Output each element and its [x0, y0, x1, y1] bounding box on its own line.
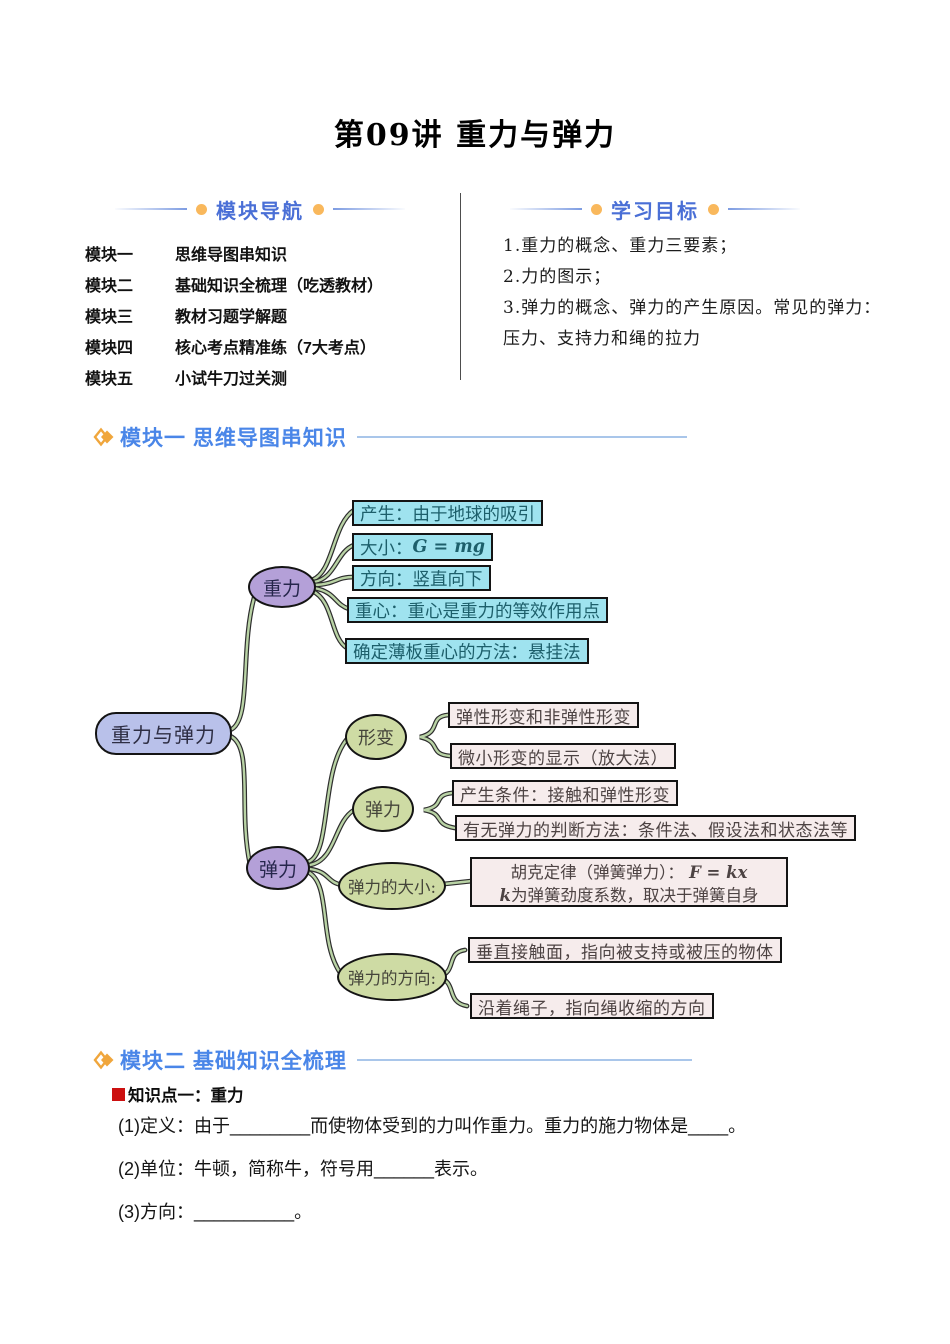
module-nav-header: 模块导航	[105, 196, 415, 223]
objective-line: 压力、支持力和绳的拉力	[503, 329, 701, 349]
nav-item-module5: 模块五 小试牛刀过关测	[85, 361, 455, 392]
nav-item-label: 模块一	[85, 246, 134, 264]
force-condition-box: 产生条件：接触和弹性形变	[452, 780, 678, 806]
mindmap-direction-node: 弹力的方向:	[337, 953, 447, 1001]
brace-path	[423, 791, 457, 830]
red-square-icon	[112, 1087, 125, 1101]
orange-dot-icon	[591, 203, 602, 215]
gravity-direction-box: 方向：竖直向下	[352, 565, 491, 591]
module-nav-list: 模块一 思维导图串知识 模块二 基础知识全梳理（吃透教材） 模块三 教材习题学解…	[85, 237, 455, 392]
objectives-title: 学习目标	[611, 200, 699, 223]
nav-item-text: 基础知识全梳理（吃透教材）	[175, 277, 384, 295]
mindmap-deform-node: 形变	[345, 714, 407, 760]
header-line-right	[333, 208, 405, 210]
knowledge-item: (1)定义：由于________而使物体受到的力叫作重力。重力的施力物体是___…	[118, 1116, 747, 1136]
nav-item-label: 模块二	[85, 277, 134, 295]
hooke-law-box: 胡克定律（弹簧弹力）： F = kx k为弹簧劲度系数，取决于弹簧自身	[470, 857, 788, 907]
nav-item-label: 模块五	[85, 370, 134, 388]
direction-rope-box: 沿着绳子，指向绳收缩的方向	[470, 993, 714, 1019]
deform-types-box: 弹性形变和非弹性形变	[448, 702, 639, 728]
connector-path	[306, 737, 349, 864]
direction-normal-box: 垂直接触面，指向被支持或被压的物体	[468, 937, 782, 963]
objectives-list: 1.重力的概念、重力三要素； 2.力的图示； 3.弹力的概念、弹力的产生原因。常…	[503, 231, 933, 355]
brace-path	[419, 713, 452, 758]
section2-header: 模块二 基础知识全梳理	[88, 1046, 698, 1074]
module-nav-title: 模块导航	[216, 200, 304, 223]
knowledge-item: (3)方向：__________。	[118, 1202, 313, 1222]
connector-path	[228, 734, 252, 866]
connector-path	[442, 879, 474, 886]
knowledge-title: 知识点一：重力	[128, 1087, 244, 1105]
knowledge-heading: 知识点一：重力	[112, 1082, 244, 1106]
section1-rule	[356, 436, 687, 438]
section1-title: 模块一 思维导图串知识	[120, 427, 347, 450]
double-diamond-icon	[93, 1050, 114, 1070]
connector-path	[308, 808, 356, 867]
section2-rule	[356, 1059, 692, 1061]
objectives-header: 学习目标	[500, 196, 810, 223]
gravity-method-box: 确定薄板重心的方法：悬挂法	[345, 638, 589, 664]
mindmap-elastic-node: 弹力	[246, 846, 310, 890]
header-line-right	[728, 208, 800, 210]
nav-item-label: 模块三	[85, 308, 134, 326]
objective-line: 1.重力的概念、重力三要素；	[503, 236, 738, 256]
connector-path	[310, 589, 349, 650]
nav-item-text: 教材习题学解题	[175, 308, 288, 326]
gravity-center-box: 重心：重心是重力的等效作用点	[347, 597, 608, 623]
connector-outline	[305, 869, 344, 977]
mindmap-magnitude-node: 弹力的大小:	[338, 862, 446, 910]
nav-item-module1: 模块一 思维导图串知识	[85, 237, 455, 268]
mindmap-root-node: 重力与弹力	[95, 712, 232, 755]
header-line-left	[115, 208, 187, 210]
connector-path	[310, 508, 356, 582]
knowledge-items: (1)定义：由于________而使物体受到的力叫作重力。重力的施力物体是___…	[118, 1112, 898, 1241]
mindmap: 重力与弹力 重力 弹力 形变 弹力 弹力的大小: 弹力的方向: 产生：由于地球的…	[0, 480, 950, 1040]
nav-item-module4: 模块四 核心考点精准练（7大考点）	[85, 330, 455, 361]
column-divider	[460, 193, 461, 380]
hooke-law-label: 胡克定律（弹簧弹力）：	[510, 863, 684, 882]
objective-line: 2.力的图示；	[503, 267, 612, 287]
section1-header: 模块一 思维导图串知识	[88, 423, 698, 451]
force-judge-box: 有无弹力的判断方法：条件法、假设法和状态法等	[455, 815, 856, 841]
orange-dot-icon	[313, 203, 324, 215]
mindmap-gravity-node: 重力	[248, 566, 316, 608]
gravity-produce-box: 产生：由于地球的吸引	[352, 500, 543, 526]
connector-path	[312, 543, 356, 584]
deform-tiny-box: 微小形变的显示（放大法）	[450, 743, 676, 769]
nav-item-text: 思维导图串知识	[175, 246, 288, 264]
connector-path	[306, 870, 343, 976]
knowledge-item: (2)单位：牛顿，简称牛，符号用______表示。	[118, 1159, 489, 1179]
hooke-law-formula: F = kx	[689, 863, 748, 882]
connector-path	[228, 596, 256, 732]
gravity-magnitude-box: 大小： G = mg	[352, 533, 494, 561]
nav-item-module3: 模块三 教材习题学解题	[85, 299, 455, 330]
nav-item-label: 模块四	[85, 339, 134, 357]
header-line-left	[510, 208, 582, 210]
orange-dot-icon	[708, 203, 719, 215]
nav-item-text: 小试牛刀过关测	[175, 370, 288, 388]
hooke-k-text: 为弹簧劲度系数，取决于弹簧自身	[510, 886, 759, 905]
objective-line: 3.弹力的概念、弹力的产生原因。常见的弹力：	[503, 298, 882, 318]
page-title: 第09讲 重力与弹力	[333, 118, 617, 153]
nav-item-text: 核心考点精准练（7大考点）	[175, 339, 376, 357]
connector-path	[313, 575, 356, 587]
connector-path	[312, 586, 351, 611]
mindmap-connectors-svg	[227, 507, 475, 1009]
nav-item-module2: 模块二 基础知识全梳理（吃透教材）	[85, 268, 455, 299]
connector-outline	[309, 588, 350, 651]
section2-title: 模块二 基础知识全梳理	[120, 1050, 347, 1073]
mindmap-elastic-force-node: 弹力	[352, 786, 414, 832]
hooke-k-var: k	[499, 886, 511, 905]
gravity-magnitude-formula: G = mg	[412, 537, 486, 557]
orange-dot-icon	[196, 203, 207, 215]
double-diamond-icon	[93, 427, 114, 447]
gravity-magnitude-label: 大小：	[360, 538, 413, 559]
